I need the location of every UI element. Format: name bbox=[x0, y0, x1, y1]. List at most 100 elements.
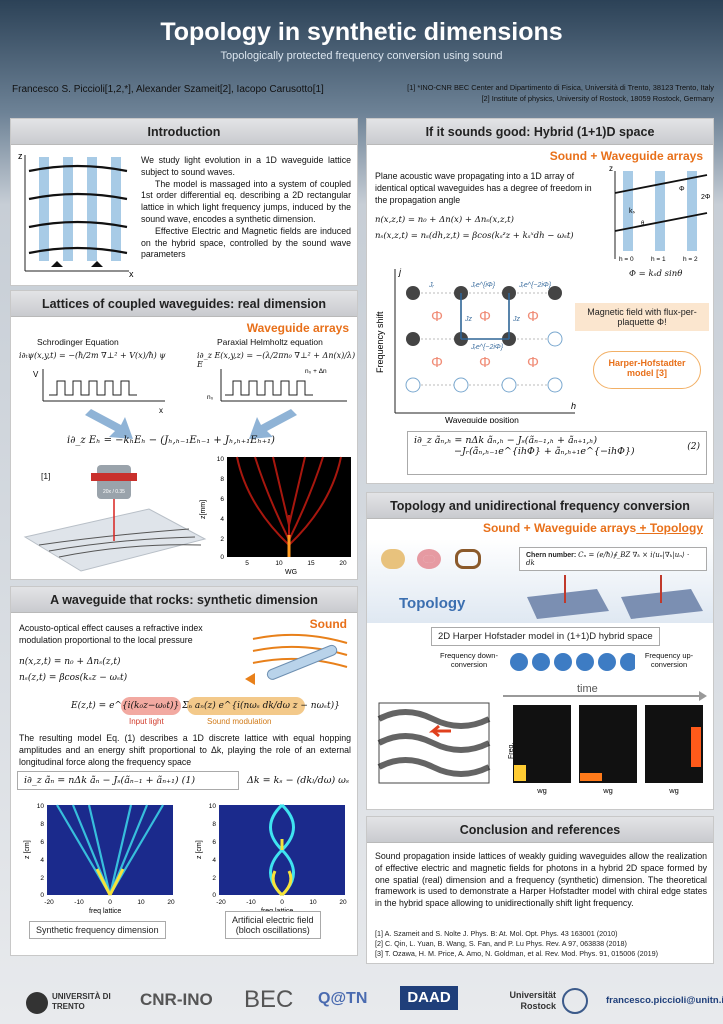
rock-eq-box: i∂_z ãₙ = nΔk ãₙ − Jₛ(ãₙ₋₁ + ãₙ₊₁) (1) bbox=[17, 771, 239, 790]
svg-text:z [cm]: z [cm] bbox=[196, 840, 203, 859]
cnr-ino-logo: CNR-INO bbox=[140, 990, 213, 1009]
svg-text:z[mm]: z[mm] bbox=[200, 500, 207, 519]
hybrid-panel: If it sounds good: Hybrid (1+1)D space S… bbox=[366, 118, 714, 484]
affiliations: [1] *INO-CNR BEC Center and Dipartimento… bbox=[388, 82, 714, 104]
svg-text:Φ: Φ bbox=[431, 308, 443, 325]
intro-p2: The model is massaged into a system of c… bbox=[141, 178, 351, 224]
hybrid-eq-box: i∂_z ãₙ,ₕ = nΔk ãₙ,ₕ − Jₛ(ãₙ₋₁,ₕ + ãₙ₊₁,… bbox=[407, 431, 707, 475]
svg-text:z: z bbox=[609, 165, 613, 173]
hybrid-eq2: nₛ(x,z,t) = nₛ(dh,z,t) = βcos(kₛᶻz + kₛˣ… bbox=[375, 231, 574, 241]
intro-text: We study light evolution in a 1D wavegui… bbox=[141, 155, 351, 261]
svg-text:10: 10 bbox=[37, 803, 45, 810]
delta-k-eq: Δk = kₛ − (dkₗ/dω) ωₛ bbox=[247, 775, 350, 786]
svg-text:10: 10 bbox=[137, 899, 145, 906]
svg-text:0: 0 bbox=[40, 892, 44, 899]
speaker-icon bbox=[51, 261, 63, 267]
svg-text:j: j bbox=[398, 267, 402, 277]
paraxial-eq: i∂_z E(x,y,z) = −(λ/2πn₀ ∇⊥² + Δn(x)/λ) … bbox=[197, 351, 356, 369]
svg-text:4: 4 bbox=[40, 857, 44, 864]
references: [1] A. Szameit and S. Nolte J. Phys. B: … bbox=[375, 929, 658, 959]
svg-text:Jz: Jz bbox=[512, 316, 521, 323]
chern-number: Chern number: Cₙ = (e/ħ)∮_BZ ∇ₖ × i⟨uₙ|∇… bbox=[519, 547, 707, 571]
electric-field-caption: Artificial electric field (bloch oscilla… bbox=[225, 911, 321, 939]
svg-text:Jᵣ: Jᵣ bbox=[428, 282, 435, 289]
topology-tag: Sound + Waveguide arrays + Topology bbox=[482, 521, 703, 535]
svg-text:8: 8 bbox=[212, 821, 216, 828]
svg-text:Waveguide position: Waveguide position bbox=[445, 415, 519, 423]
rock-text: Acousto-optical effect causes a refracti… bbox=[19, 623, 203, 645]
rock-eq1: n(x,z,t) = n₀ + Δnₛ(z,t) bbox=[19, 657, 121, 667]
reference-2: [2] C. Qin, L. Yuan, B. Wang, S. Fan, an… bbox=[375, 939, 627, 948]
hybrid-waveguide-sketch: z Φ 2Φ kₛ θ h = 0 h = 1 h = 2 bbox=[609, 165, 711, 263]
svg-text:x: x bbox=[159, 406, 163, 415]
synthetic-frequency-plot: z [cm] 10 8 6 4 2 0 -20 -10 0 10 20 freq… bbox=[24, 803, 175, 915]
svg-text:2: 2 bbox=[220, 536, 224, 543]
pretzel-icon bbox=[455, 549, 481, 569]
svg-text:2Φ: 2Φ bbox=[701, 194, 711, 201]
magnetic-field-note: Magnetic field with flux-per-plaquette Φ… bbox=[575, 303, 709, 331]
synthetic-dimension-caption: Synthetic frequency dimension bbox=[29, 921, 166, 939]
svg-text:Frequency shift: Frequency shift bbox=[375, 311, 385, 373]
svg-text:h = 1: h = 1 bbox=[651, 256, 666, 263]
input-light-label: Input light bbox=[129, 717, 164, 726]
hybrid-title: If it sounds good: Hybrid (1+1)D space bbox=[367, 119, 713, 145]
harper-hofstadter-label: Harper-Hofstadter model [3] bbox=[593, 351, 701, 389]
svg-text:8: 8 bbox=[220, 476, 224, 483]
svg-text:20: 20 bbox=[339, 899, 347, 906]
schrodinger-label: Schrodinger Equation bbox=[37, 337, 119, 347]
svg-text:2: 2 bbox=[212, 875, 216, 882]
ball-icon bbox=[381, 549, 405, 569]
qstn-logo: Q@TN bbox=[318, 990, 368, 1007]
sound-mod-highlight bbox=[187, 697, 305, 715]
svg-text:h = 2: h = 2 bbox=[683, 256, 698, 263]
svg-text:wg: wg bbox=[536, 786, 547, 795]
conclusion-title: Conclusion and references bbox=[367, 817, 713, 843]
svg-text:-10: -10 bbox=[74, 899, 84, 906]
rostock-logo: Universität Rostock bbox=[509, 990, 556, 1011]
svg-text:20: 20 bbox=[339, 560, 347, 567]
potential-sketches: V x n₀ n₀ + Δn bbox=[33, 368, 347, 415]
paraxial-label: Paraxial Helmholtz equation bbox=[217, 337, 323, 347]
authors: Francesco S. Piccioli[1,2,*], Alexander … bbox=[12, 84, 324, 95]
svg-text:20x / 0.35: 20x / 0.35 bbox=[103, 489, 125, 495]
svg-text:10: 10 bbox=[309, 899, 317, 906]
svg-text:4: 4 bbox=[212, 857, 216, 864]
hybrid-text: Plane acoustic wave propagating into a 1… bbox=[375, 171, 592, 205]
unitn-seal-icon bbox=[26, 992, 48, 1014]
svg-text:-20: -20 bbox=[44, 899, 54, 906]
svg-text:4: 4 bbox=[220, 516, 224, 523]
intro-panel: Introduction z x We study light evolutio… bbox=[10, 118, 358, 286]
rock-tag: Sound bbox=[309, 617, 347, 631]
coupled-eq: i∂_z Eₕ = −kₕEₕ − (Jₕ,ₕ₋₁Eₕ₋₁ + Jₕ,ₕ₊₁Eₕ… bbox=[67, 435, 275, 446]
contact-email[interactable]: francesco.piccioli@unitn.it bbox=[606, 995, 723, 1006]
rock-text2: The resulting model Eq. (1) describes a … bbox=[19, 733, 351, 767]
unitn-logo: UNIVERSITÀ DI TRENTO bbox=[52, 992, 111, 1011]
time-arrow bbox=[503, 691, 707, 701]
svg-text:10: 10 bbox=[275, 560, 283, 567]
svg-text:h = 0: h = 0 bbox=[619, 256, 634, 263]
svg-text:6: 6 bbox=[40, 839, 44, 846]
hybrid-tag: Sound + Waveguide arrays bbox=[549, 149, 703, 163]
svg-text:V: V bbox=[33, 370, 39, 379]
intro-x-label: x bbox=[129, 269, 134, 279]
svg-text:n₀: n₀ bbox=[207, 394, 214, 401]
svg-text:Φ: Φ bbox=[479, 308, 491, 325]
phi-definition: Φ = kₛd sinθ bbox=[629, 269, 683, 279]
hybrid-eq1: n(x,z,t) = n₀ + Δn(x) + Δnₛ(x,z,t) bbox=[375, 215, 514, 225]
bec-logo: BEC bbox=[244, 986, 294, 1013]
svg-text:-20: -20 bbox=[216, 899, 226, 906]
sound-icon bbox=[245, 673, 255, 685]
down-conversion-label: Frequency down-conversion bbox=[440, 651, 498, 669]
intro-z-label: z bbox=[18, 151, 23, 161]
hh-hybrid-label: 2D Harper Hofstader model in (1+1)D hybr… bbox=[431, 627, 660, 646]
svg-text:θ: θ bbox=[641, 221, 645, 227]
svg-text:WG: WG bbox=[285, 569, 297, 576]
reference-1: [1] A. Szameit and S. Nolte J. Phys. B: … bbox=[375, 929, 618, 938]
lattice-tag: Waveguide arrays bbox=[246, 321, 349, 335]
svg-text:Jᵣe^{iΦ}: Jᵣe^{iΦ} bbox=[470, 282, 496, 289]
waveguide-dots bbox=[510, 653, 635, 671]
svg-text:15: 15 bbox=[307, 560, 315, 567]
svg-text:n₀ + Δn: n₀ + Δn bbox=[305, 368, 327, 375]
svg-text:Φ: Φ bbox=[679, 186, 685, 193]
reference-3: [3] T. Ozawa, H. M. Price, A. Amo, N. Go… bbox=[375, 949, 658, 958]
